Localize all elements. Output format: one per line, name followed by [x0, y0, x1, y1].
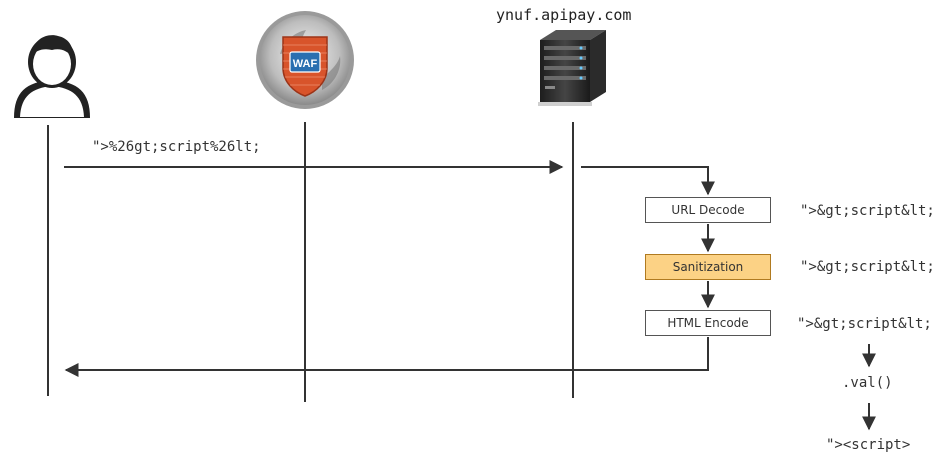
html-encode-output: ">&gt;script&lt;: [797, 316, 932, 332]
html-encode-step: HTML Encode: [645, 310, 771, 336]
user-icon: [14, 35, 90, 118]
server-icon: [538, 30, 606, 106]
sanitization-step: Sanitization: [645, 254, 771, 280]
waf-badge-text: WAF: [293, 58, 318, 70]
response-arrow: [64, 337, 709, 377]
sanitization-output: ">&gt;script&lt;: [800, 259, 935, 275]
request-payload: ">%26gt;script%26lt;: [92, 139, 261, 155]
url-decode-output: ">&gt;script&lt;: [800, 203, 935, 219]
waf-shield-icon: [256, 11, 354, 109]
url-decode-step: URL Decode: [645, 197, 771, 223]
final-result: "><script>: [826, 437, 911, 453]
server-to-decode-arrow: [581, 166, 715, 196]
val-method-label: .val(): [842, 375, 893, 391]
server-hostname: ynuf.apipay.com: [496, 6, 632, 24]
